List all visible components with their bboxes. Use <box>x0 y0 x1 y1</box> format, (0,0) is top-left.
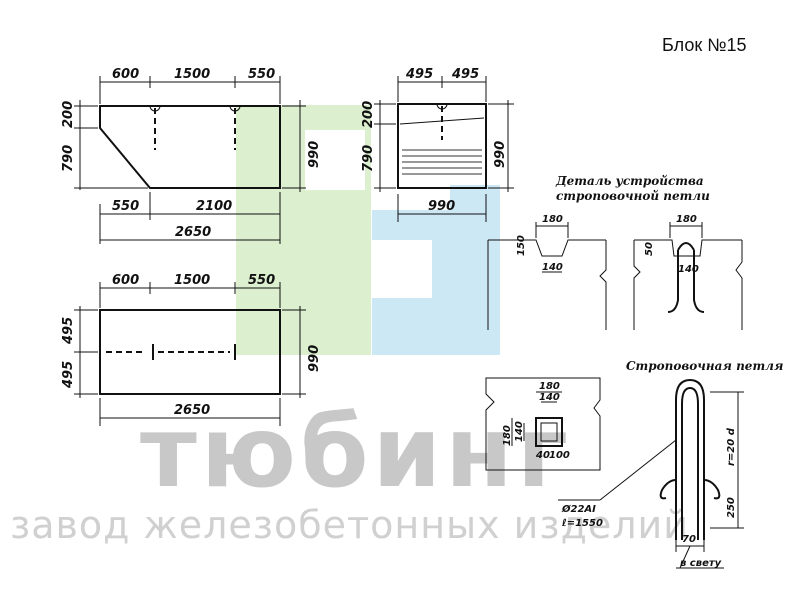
side-view: 600 1500 550 200 790 990 550 2100 2650 <box>61 67 322 244</box>
detail-left: 180 150 140 <box>487 214 607 330</box>
detail-caption-2: строповочной петли <box>556 189 710 203</box>
detail-left-dim-3: 140 <box>542 262 563 273</box>
side-top-dim-2: 1500 <box>174 67 210 82</box>
loop-radius-label: r=20 d <box>726 427 737 466</box>
end-view: 495 495 200 790 990 990 <box>361 67 514 222</box>
side-bottom-dim-2: 2100 <box>196 199 232 214</box>
detail-right-dim-3: 140 <box>678 264 699 275</box>
watermark-brand: тюбинг <box>140 396 572 510</box>
side-left-dim-1: 200 <box>61 101 76 128</box>
loop-bar-label: Ø22АI <box>561 503 596 515</box>
plan-left-dim-1: 495 <box>61 317 76 345</box>
detail-right-dim-2: 50 <box>644 242 655 256</box>
plan-right-dim: 990 <box>307 345 322 372</box>
recess-top-dim-2: 140 <box>539 392 560 403</box>
side-right-dim: 990 <box>307 141 322 168</box>
recess-left-dim-1: 180 <box>502 425 513 446</box>
loop-gap-label: 70 <box>682 534 696 545</box>
watermark-logo <box>236 105 500 355</box>
end-bottom-dim: 990 <box>428 199 455 214</box>
recess-left-dim-2: 140 <box>514 421 525 442</box>
recess-bottom-dim-2: 100 <box>549 450 570 461</box>
side-top-dim-3: 550 <box>248 67 275 82</box>
end-right-dim: 990 <box>493 141 508 168</box>
loop-length-label: ℓ=1550 <box>561 518 603 529</box>
plan-left-dim-2: 495 <box>61 361 76 389</box>
side-overall-dim: 2650 <box>175 225 211 240</box>
recess-top-dim-1: 180 <box>539 381 560 392</box>
detail-left-dim-2: 150 <box>516 235 527 256</box>
recess-plan: 180 140 180 140 40 100 <box>485 377 601 471</box>
end-left-dim-1: 200 <box>361 101 376 128</box>
watermark-subtitle: завод железобетонных изделий <box>10 503 689 547</box>
recess-bottom-dim-1: 40 <box>535 450 550 461</box>
lifting-loop: Строповочная петля r=20 d 250 Ø22АI ℓ=15… <box>558 359 783 569</box>
side-left-dim-2: 790 <box>61 145 76 172</box>
detail-right-dim-1: 180 <box>676 214 697 225</box>
plan-top-dim-2: 1500 <box>174 273 210 288</box>
page-title: Блок №15 <box>662 35 747 55</box>
detail-right: 180 50 140 <box>633 214 743 330</box>
loop-height-label: 250 <box>726 497 737 518</box>
end-top-dim-2: 495 <box>451 67 479 82</box>
plan-top-dim-3: 550 <box>248 273 275 288</box>
detail-caption-1: Деталь устройства <box>555 174 704 188</box>
plan-bottom-dim: 2650 <box>174 403 210 418</box>
plan-view: 600 1500 550 495 495 990 2650 <box>61 273 322 426</box>
detail-left-dim-1: 180 <box>542 214 563 225</box>
loop-gap-note: в свету <box>680 558 722 569</box>
loop-caption: Строповочная петля <box>626 359 783 373</box>
side-top-dim-1: 600 <box>112 67 139 82</box>
plan-top-dim-1: 600 <box>112 273 139 288</box>
side-bottom-dim-1: 550 <box>112 199 139 214</box>
end-top-dim-1: 495 <box>405 67 433 82</box>
end-left-dim-2: 790 <box>361 145 376 172</box>
